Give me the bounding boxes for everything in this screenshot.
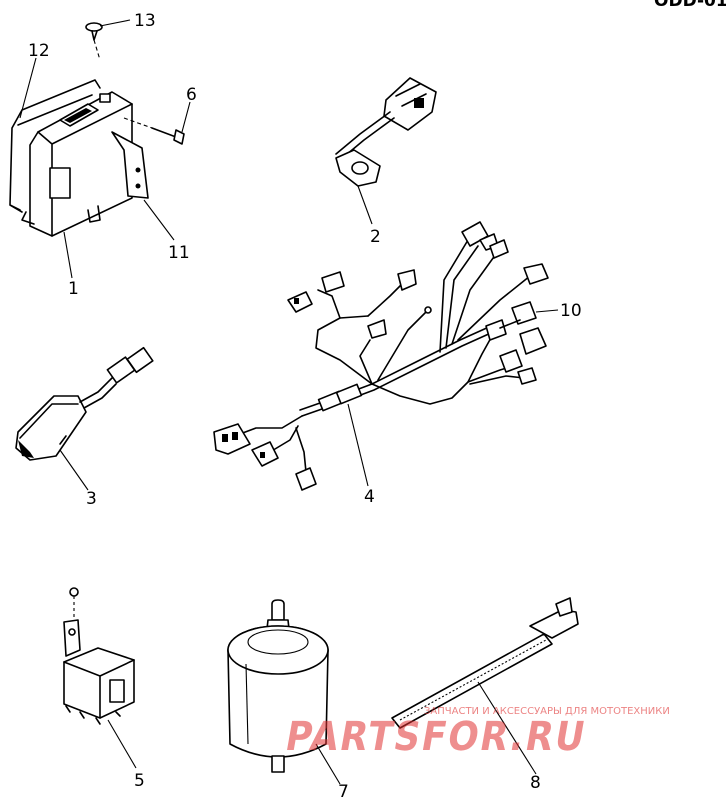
wiring-harness-part [213, 221, 549, 491]
sensor-3-part [15, 346, 154, 461]
sensor-2-part [335, 77, 437, 187]
bolt-13-part [85, 22, 103, 61]
callout-1: 1 [68, 279, 79, 299]
corner-code: ODD-01 [654, 0, 726, 11]
callout-7: 7 [338, 782, 349, 798]
relay-5-part [63, 587, 135, 725]
watermark-brand-logo: PARTSFOR.RU [282, 713, 590, 760]
screw-6-part [123, 117, 185, 145]
callout-labels: 13 12 6 11 1 2 10 3 4 5 7 8 [28, 11, 582, 802]
callout-13: 13 [134, 11, 156, 31]
cable-tie-8-part [391, 597, 579, 729]
callout-10: 10 [560, 301, 582, 321]
callout-8: 8 [530, 773, 541, 793]
callout-6: 6 [186, 85, 197, 105]
ecu-module-part [9, 79, 149, 237]
fuel-filter-7-part [227, 599, 329, 773]
watermark: ЗАПЧАСТИ И АКСЕССУАРЫ ДЛЯ МОТОТЕХНИКИ PA… [282, 706, 670, 760]
leader-lines [19, 19, 559, 785]
callout-11: 11 [168, 243, 190, 263]
watermark-tagline: ЗАПЧАСТИ И АКСЕССУАРЫ ДЛЯ МОТОТЕХНИКИ [424, 706, 670, 717]
callout-4: 4 [364, 487, 375, 507]
callout-5: 5 [134, 771, 145, 791]
callout-2: 2 [370, 227, 381, 247]
callout-3: 3 [86, 489, 97, 509]
callout-12: 12 [28, 41, 50, 61]
